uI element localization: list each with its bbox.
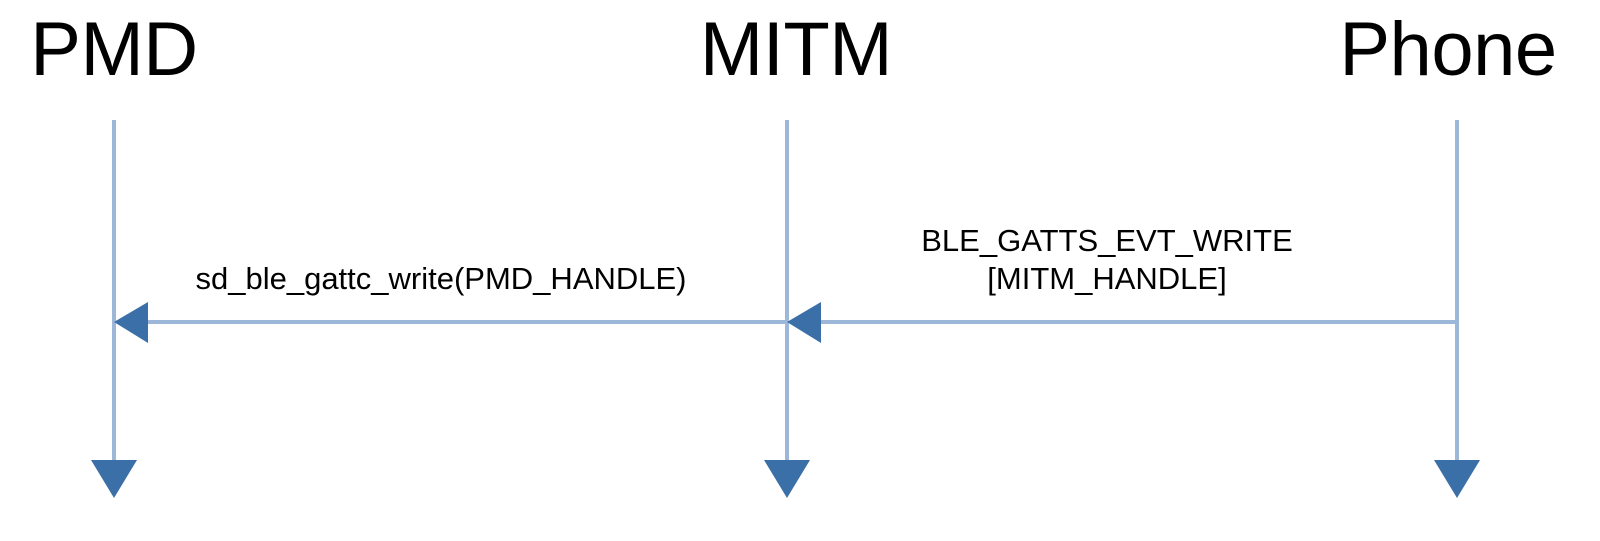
message-arrowhead-mitm: [787, 302, 821, 343]
message-arrowhead-pmd: [114, 302, 148, 343]
lifeline-mitm: [764, 120, 810, 498]
message-label-line: sd_ble_gattc_write(PMD_HANDLE): [195, 261, 687, 296]
message-arrow-mitm-to-pmd: [114, 302, 787, 343]
message-label-line: BLE_GATTS_EVT_WRITE: [921, 223, 1293, 258]
message-label-line: [MITM_HANDLE]: [987, 261, 1227, 296]
message-label-phone-to-mitm: BLE_GATTS_EVT_WRITE [MITM_HANDLE]: [921, 222, 1293, 298]
lifeline-end-arrow-pmd: [91, 460, 137, 498]
actor-header-mitm: MITM: [699, 7, 893, 92]
actor-header-pmd: PMD: [30, 7, 198, 92]
lifeline-phone: [1434, 120, 1480, 498]
message-arrow-phone-to-mitm: [787, 302, 1457, 343]
lifeline-pmd: [91, 120, 137, 498]
lifeline-end-arrow-mitm: [764, 460, 810, 498]
lifeline-end-arrow-phone: [1434, 460, 1480, 498]
message-label-mitm-to-pmd: sd_ble_gattc_write(PMD_HANDLE): [195, 260, 686, 298]
actor-header-phone: Phone: [1339, 7, 1557, 92]
